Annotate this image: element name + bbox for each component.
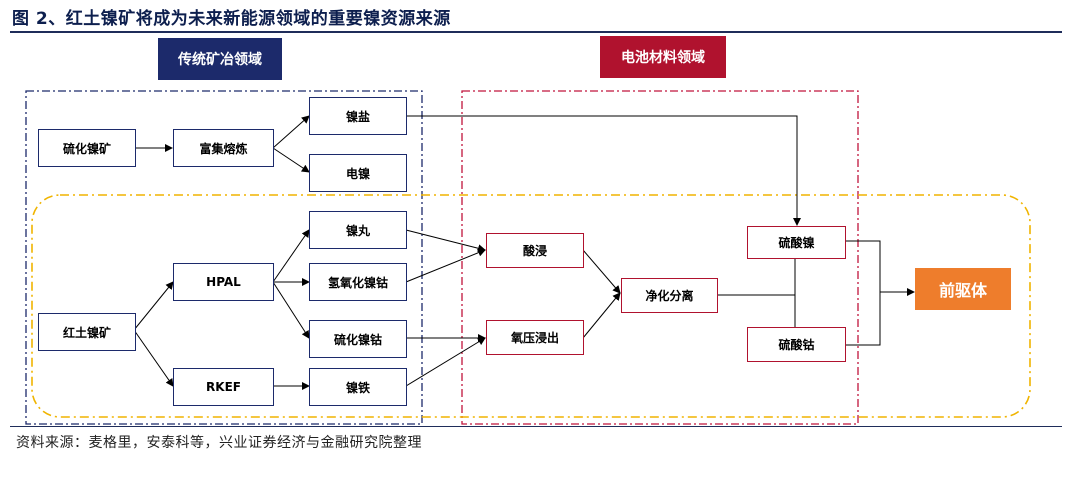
node-pressure-leach: 氧压浸出	[486, 320, 584, 355]
source-note: 资料来源：麦格里，安泰科等，兴业证券经济与金融研究院整理	[16, 435, 422, 451]
node-cobalt-sulfate: 硫酸钴	[747, 327, 846, 362]
node-precursor: 前驱体	[915, 268, 1011, 310]
node-nickel-pellet: 镍丸	[309, 211, 407, 249]
node-nickel-salt: 镍盐	[309, 97, 407, 135]
bottom-rule	[10, 426, 1062, 427]
node-sulfide-ore: 硫化镍矿	[38, 129, 136, 167]
node-nickel-sulfate: 硫酸镍	[747, 226, 846, 259]
node-nickel-iron: 镍铁	[309, 368, 407, 406]
node-purification: 净化分离	[621, 278, 718, 313]
traditional-domain-label: 传统矿冶领域	[158, 38, 282, 80]
node-mhp: 氢氧化镍钴	[309, 263, 407, 301]
battery-domain-region	[461, 90, 859, 425]
node-laterite-ore: 红土镍矿	[38, 313, 136, 351]
top-rule	[10, 31, 1062, 33]
node-enrich-smelt: 富集熔炼	[173, 129, 274, 167]
traditional-domain-region	[25, 90, 423, 425]
node-hpal: HPAL	[173, 263, 274, 301]
battery-domain-label: 电池材料领域	[600, 36, 726, 78]
node-rkef: RKEF	[173, 368, 274, 406]
node-electro-nickel: 电镍	[309, 154, 407, 192]
node-acid-leach: 酸浸	[486, 233, 584, 268]
node-msp: 硫化镍钴	[309, 320, 407, 358]
figure-title: 图 2、红土镍矿将成为未来新能源领域的重要镍资源来源	[12, 9, 451, 29]
laterite-route-region	[31, 194, 1031, 418]
